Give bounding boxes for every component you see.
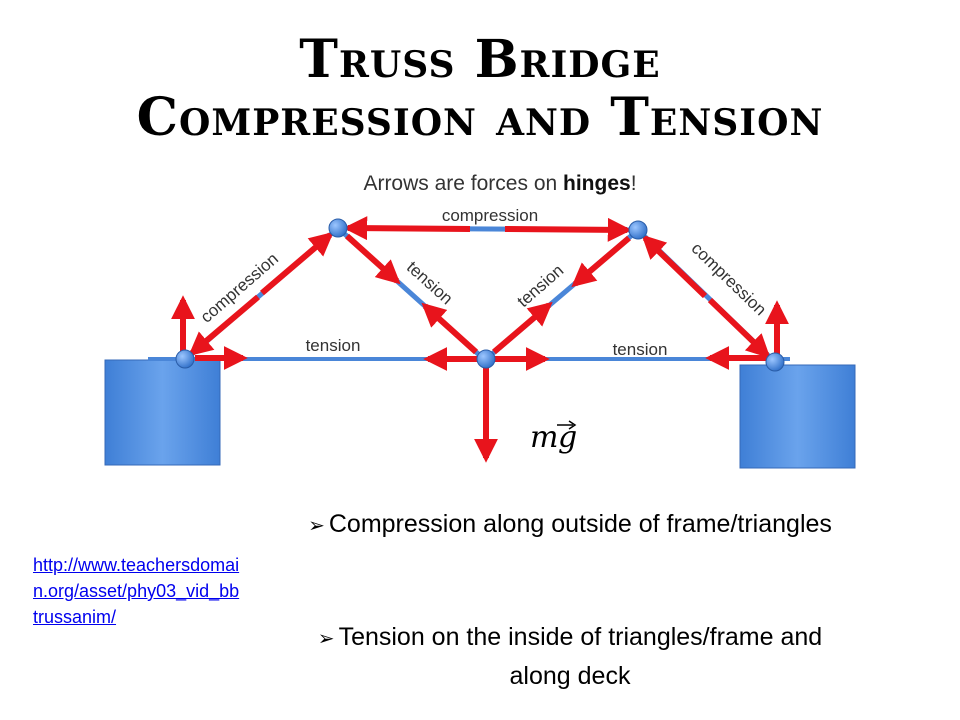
hinge-top-right: [628, 220, 648, 240]
hinge-left: [175, 349, 195, 369]
weight-label-g: g: [558, 420, 577, 455]
label-left-tension-diag: tension: [403, 258, 456, 309]
arrow-bullet-icon: ➢: [308, 513, 325, 537]
label-top-compression: compression: [442, 206, 538, 225]
bullet-compression: ➢Compression along outside of frame/tria…: [290, 505, 850, 544]
label-right-tension-diag: tension: [513, 261, 567, 311]
weight-label-m: m: [530, 420, 558, 455]
arrow-left-tension-bottom: [421, 302, 479, 355]
arrow-top-left: [343, 216, 471, 241]
hinges: [175, 218, 785, 372]
bullet-compression-text: Compression along outside of frame/trian…: [328, 510, 832, 538]
right-abutment: [739, 364, 856, 469]
truss-members: [183, 225, 777, 364]
hinge-center: [476, 349, 496, 369]
label-left-deck-tension: tension: [306, 336, 361, 355]
caption-suffix: !: [631, 172, 637, 195]
arrow-right-diag-down: [707, 297, 771, 359]
label-right-deck-tension: tension: [613, 340, 668, 359]
vector-arrowhead-icon: [568, 420, 577, 430]
caption-prefix: Arrows are forces on: [363, 172, 563, 195]
truss-bridge-diagram: Arrows are forces on hinges!: [104, 172, 856, 469]
arrow-right-tension-bottom: [492, 301, 553, 355]
slide-title-line1: Truss Bridge: [299, 29, 661, 90]
arrow-left-diag-down: [188, 294, 260, 357]
slide-title-line2: Compression and Tension: [136, 87, 824, 148]
bullet-tension: ➢Tension on the inside of triangles/fram…: [290, 618, 850, 695]
diagram-caption: Arrows are forces on hinges!: [363, 172, 636, 195]
arrow-left-diag-up: [260, 231, 334, 296]
source-link[interactable]: http://www.teachersdomain.org/asset/phy0…: [33, 555, 240, 627]
arrow-right-diag-up: [641, 234, 708, 299]
caption-bold: hinges: [563, 172, 631, 195]
hinge-right: [765, 352, 785, 372]
arrow-bullet-icon: ➢: [317, 626, 335, 650]
arrow-top-right: [504, 217, 632, 242]
force-arrows: [171, 216, 789, 463]
arrow-left-tension-top: [344, 233, 401, 285]
weight-label: m g: [530, 420, 577, 455]
hinge-top-left: [328, 218, 348, 238]
label-right-compression: compression: [688, 239, 771, 320]
left-abutment: [104, 359, 221, 466]
bullet-tension-text: Tension on the inside of triangles/frame…: [338, 623, 823, 690]
arrow-right-tension-top: [571, 235, 631, 288]
